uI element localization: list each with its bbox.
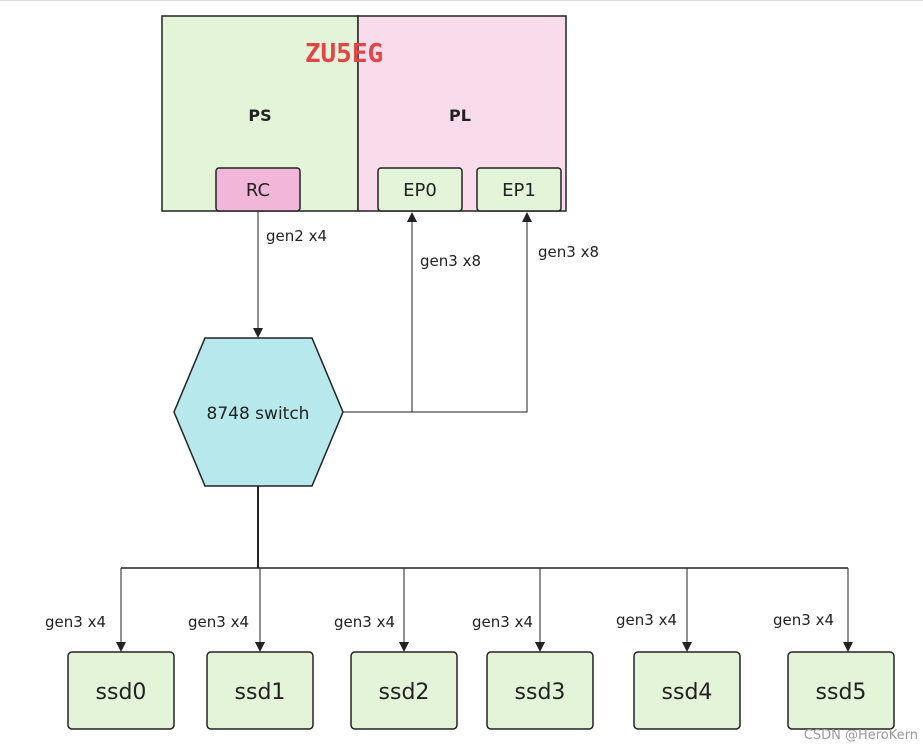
ssd-box <box>206 651 314 730</box>
ssd-link-label: gen3 x4 <box>45 613 106 631</box>
rc-link-label: gen2 x4 <box>266 227 327 245</box>
chip-title: ZU5EG <box>305 39 383 69</box>
ssd-group-0: gen3 x4 ssd0 <box>45 568 175 730</box>
ssd-box <box>486 651 594 730</box>
ssd-link-label: gen3 x4 <box>472 613 533 631</box>
ssd-label: ssd1 <box>235 680 286 705</box>
ssd-box <box>350 651 458 730</box>
switch-to-ep1-link <box>412 212 532 413</box>
ep1-block <box>476 167 562 212</box>
ssd-group-2: gen3 x4 ssd2 <box>334 568 458 730</box>
switch-to-ep0-link <box>343 212 417 413</box>
ep0-label: EP0 <box>403 180 437 201</box>
ssd-group-3: gen3 x4 ssd3 <box>472 568 594 730</box>
chip-zu5eg: ZU5EG PS PL RC EP0 EP1 <box>161 15 567 212</box>
ep0-link-label: gen3 x8 <box>420 252 481 270</box>
ssd-group-1: gen3 x4 ssd1 <box>188 568 314 730</box>
ssd-link-label: gen3 x4 <box>188 613 249 631</box>
ps-label: PS <box>248 106 271 125</box>
ssd-link-label: gen3 x4 <box>616 611 677 629</box>
ssd-group-4: gen3 x4 ssd4 <box>616 568 741 730</box>
switch-hexagon <box>173 337 344 487</box>
ssd-label: ssd5 <box>816 680 867 705</box>
rc-label: RC <box>246 180 270 201</box>
ssd-label: ssd2 <box>379 680 430 705</box>
ssd-box <box>787 651 895 730</box>
ssd-box <box>633 651 741 730</box>
rc-block <box>215 167 301 212</box>
ssd-link-label: gen3 x4 <box>773 611 834 629</box>
watermark: CSDN @HeroKern <box>804 728 918 743</box>
ssd-label: ssd0 <box>96 680 147 705</box>
ep0-block <box>377 167 463 212</box>
switch-label: 8748 switch <box>207 404 310 424</box>
top-divider <box>0 0 923 1</box>
ssd-link-label: gen3 x4 <box>334 613 395 631</box>
ssd-group-5: gen3 x4 ssd5 <box>773 568 895 730</box>
ssd-label: ssd4 <box>662 680 713 705</box>
ep1-link-label: gen3 x8 <box>538 243 599 261</box>
pl-label: PL <box>449 106 471 125</box>
ssd-label: ssd3 <box>515 680 566 705</box>
ep1-label: EP1 <box>502 180 536 201</box>
ssd-box <box>67 651 175 730</box>
